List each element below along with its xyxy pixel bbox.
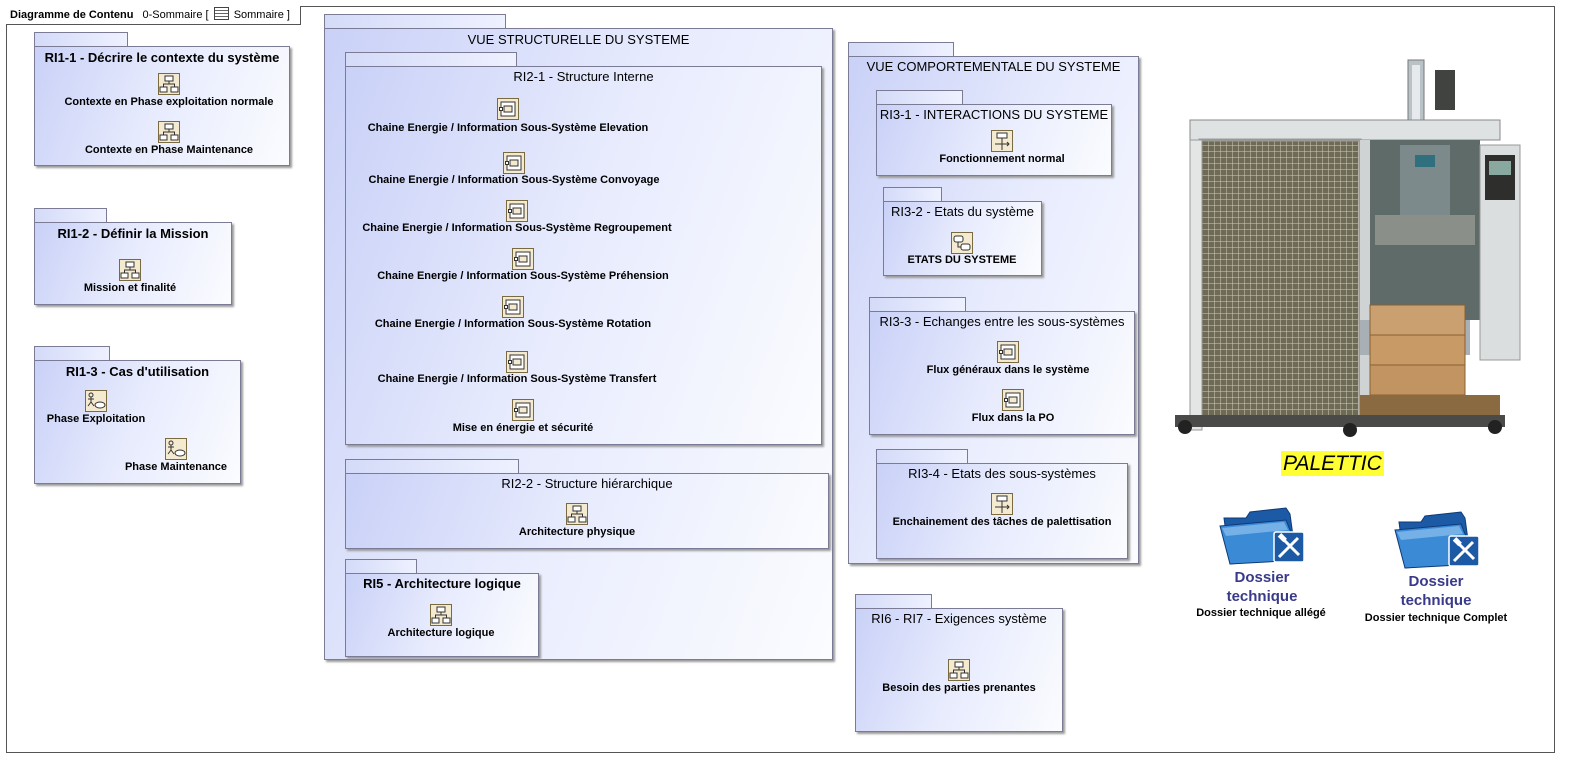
package-title: RI3-2 - Etats du système — [890, 204, 1035, 219]
state-machine-icon[interactable] — [951, 232, 973, 254]
diagram-type-label: Diagramme de Contenu — [10, 9, 134, 21]
diagram-ref-link[interactable]: Sommaire — [233, 9, 284, 21]
dossier-allege-title-2[interactable]: technique — [1226, 588, 1298, 605]
diagram-name: 0-Sommaire [ — [142, 9, 209, 21]
block-diagram-icon[interactable] — [566, 503, 588, 525]
block-diagram-icon[interactable] — [119, 259, 141, 281]
diagram-link[interactable]: Chaine Energie / Information Sous-Systèm… — [377, 270, 669, 282]
package-title: RI3-3 - Echanges entre les sous-systèmes — [879, 314, 1125, 329]
package-title: RI5 - Architecture logique — [363, 576, 521, 591]
internal-block-diagram-icon[interactable] — [497, 98, 519, 120]
sequence-diagram-icon[interactable] — [991, 130, 1013, 152]
diagram-frame — [6, 6, 1555, 753]
internal-block-diagram-icon[interactable] — [512, 399, 534, 421]
folder-tools-icon[interactable] — [1215, 498, 1307, 568]
internal-block-diagram-icon[interactable] — [502, 296, 524, 318]
block-diagram-icon[interactable] — [158, 121, 180, 143]
diagram-link[interactable]: Mission et finalité — [83, 282, 177, 294]
package-title: VUE STRUCTURELLE DU SYSTEME — [467, 32, 690, 47]
diagram-link[interactable]: Mise en énergie et sécurité — [452, 422, 594, 434]
internal-block-diagram-icon[interactable] — [997, 341, 1019, 363]
palettic-label: PALETTIC — [1281, 451, 1384, 476]
internal-block-diagram-icon[interactable] — [512, 248, 534, 270]
package-ri1-3[interactable]: RI1-3 - Cas d'utilisation Phase Exploita… — [34, 346, 241, 484]
diagram-link[interactable]: Architecture physique — [518, 526, 636, 538]
package-title: RI1-2 - Définir la Mission — [57, 226, 209, 241]
diagram-link[interactable]: Enchainement des tâches de palettisation — [892, 516, 1112, 528]
dossier-allege-link[interactable]: Dossier technique allégé — [1196, 607, 1326, 619]
package-ri2-1[interactable]: RI2-1 - Structure Interne Chaine Energie… — [345, 52, 822, 445]
use-case-diagram-icon[interactable] — [85, 390, 107, 412]
diagram-link[interactable]: Besoin des parties prenantes — [882, 682, 1036, 694]
diagram-link[interactable]: Architecture logique — [387, 627, 495, 639]
package-ri3-3[interactable]: RI3-3 - Echanges entre les sous-systèmes… — [869, 297, 1135, 435]
package-title: RI2-2 - Structure hiérarchique — [501, 476, 673, 491]
package-title: RI6 - RI7 - Exigences système — [871, 611, 1047, 626]
dossier-complet-title-1[interactable]: Dossier — [1408, 573, 1464, 590]
package-title: VUE COMPORTEMENTALE DU SYSTEME — [866, 59, 1121, 74]
palettic-machine-image — [1175, 59, 1521, 437]
diagram-link[interactable]: Chaine Energie / Information Sous-Systèm… — [362, 222, 672, 234]
package-title: RI1-1 - Décrire le contexte du système — [44, 50, 280, 65]
package-ri2-2[interactable]: RI2-2 - Structure hiérarchique Architect… — [345, 459, 829, 549]
diagram-link[interactable]: Chaine Energie / Information Sous-Systèm… — [367, 122, 649, 134]
internal-block-diagram-icon[interactable] — [506, 351, 528, 373]
sequence-diagram-icon[interactable] — [991, 493, 1013, 515]
package-ri3-4[interactable]: RI3-4 - Etats des sous-systèmes Enchaine… — [876, 449, 1128, 559]
diagram-link[interactable]: Chaine Energie / Information Sous-Systèm… — [368, 174, 660, 186]
diagram-link[interactable]: Chaine Energie / Information Sous-Systèm… — [374, 318, 652, 330]
diagram-link[interactable]: Contexte en Phase exploitation normale — [64, 96, 274, 108]
block-diagram-icon[interactable] — [158, 73, 180, 95]
dossier-complet-title-2[interactable]: technique — [1400, 592, 1472, 609]
package-ri1-2[interactable]: RI1-2 - Définir la Mission Mission et fi… — [34, 208, 232, 305]
package-title: RI3-1 - INTERACTIONS DU SYSTEME — [879, 107, 1109, 122]
diagram-frame-label: Diagramme de Contenu 0-Sommaire [ Sommai… — [6, 6, 301, 25]
package-ri6-ri7[interactable]: RI6 - RI7 - Exigences système Besoin des… — [855, 594, 1063, 732]
package-title: RI1-3 - Cas d'utilisation — [65, 364, 210, 379]
package-ri3-1[interactable]: RI3-1 - INTERACTIONS DU SYSTEME Fonction… — [876, 90, 1112, 176]
block-diagram-icon[interactable] — [430, 604, 452, 626]
dossier-allege-title-1[interactable]: Dossier — [1234, 569, 1290, 586]
use-case-diagram-icon[interactable] — [165, 438, 187, 460]
package-ri5[interactable]: RI5 - Architecture logique Architecture … — [345, 559, 539, 657]
diagram-ref-icon — [213, 7, 229, 20]
diagram-link[interactable]: Contexte en Phase Maintenance — [84, 144, 254, 156]
package-title: RI3-4 - Etats des sous-systèmes — [908, 466, 1096, 481]
diagram-link[interactable]: Fonctionnement normal — [939, 153, 1065, 165]
diagram-link[interactable]: Phase Exploitation — [46, 413, 146, 425]
package-title: RI2-1 - Structure Interne — [513, 69, 654, 84]
internal-block-diagram-icon[interactable] — [1002, 389, 1024, 411]
dossier-complet-link[interactable]: Dossier technique Complet — [1364, 612, 1508, 624]
diagram-link[interactable]: Flux dans la PO — [971, 412, 1055, 424]
package-ri1-1[interactable]: RI1-1 - Décrire le contexte du système C… — [34, 32, 290, 166]
block-diagram-icon[interactable] — [948, 659, 970, 681]
diagram-link[interactable]: Chaine Energie / Information Sous-Systèm… — [377, 373, 657, 385]
internal-block-diagram-icon[interactable] — [503, 152, 525, 174]
folder-tools-icon[interactable] — [1390, 502, 1482, 572]
diagram-link[interactable]: ETATS DU SYSTEME — [907, 254, 1017, 266]
diagram-link[interactable]: Phase Maintenance — [124, 461, 228, 473]
diagram-link[interactable]: Flux généraux dans le système — [926, 364, 1090, 376]
internal-block-diagram-icon[interactable] — [506, 200, 528, 222]
diagram-ref-close: ] — [286, 9, 290, 21]
package-ri3-2[interactable]: RI3-2 - Etats du système ETATS DU SYSTEM… — [883, 187, 1042, 276]
